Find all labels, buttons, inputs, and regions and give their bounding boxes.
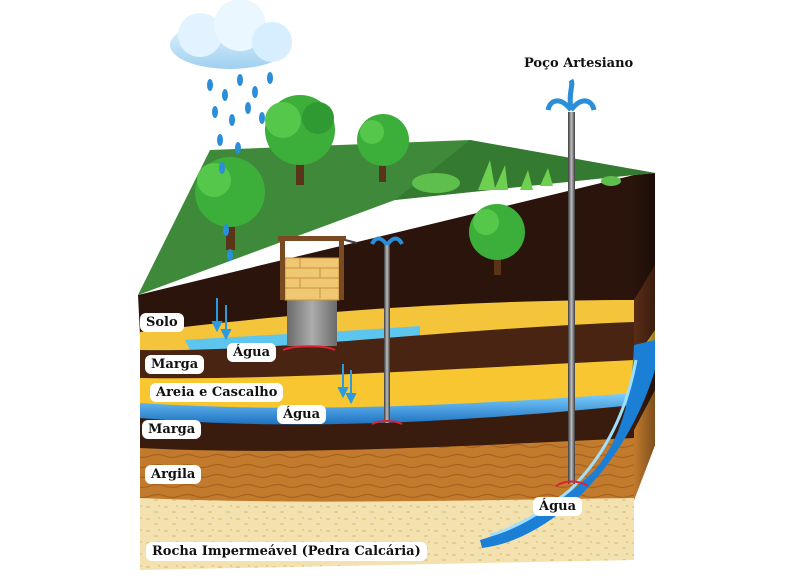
rain-cloud: [170, 0, 292, 69]
tree-front: [469, 204, 525, 275]
label-agua-top: Água: [227, 343, 277, 362]
grass-shade: [395, 140, 655, 200]
label-areia-cascalho: Areia e Cascalho: [150, 383, 284, 402]
marga-bottom-layer: [140, 405, 634, 452]
block-right-face: [634, 173, 655, 500]
label-marga-top: Marga: [145, 355, 205, 374]
rain-drops: [207, 72, 273, 261]
label-solo: Solo: [140, 313, 184, 332]
label-argila: Argila: [145, 465, 202, 484]
label-rocha: Rocha Impermeável (Pedra Calcária): [146, 542, 427, 561]
right-water-highlight: [489, 359, 638, 537]
brick-well: [278, 236, 358, 346]
artesian-well-title: Poço Artesiano: [524, 56, 634, 71]
shallow-pipe: [370, 236, 404, 425]
clay-layer: [140, 438, 634, 503]
bushes: [412, 160, 621, 193]
tree-right: [357, 114, 409, 182]
well-bucket-marker: [282, 345, 336, 351]
tree-center: [265, 95, 335, 185]
label-marga-bottom: Marga: [142, 420, 202, 439]
infiltration-arrows: [211, 298, 357, 405]
label-agua-right: Água: [533, 497, 583, 516]
label-agua-mid: Água: [277, 405, 327, 424]
artesian-pipe: [545, 78, 597, 487]
